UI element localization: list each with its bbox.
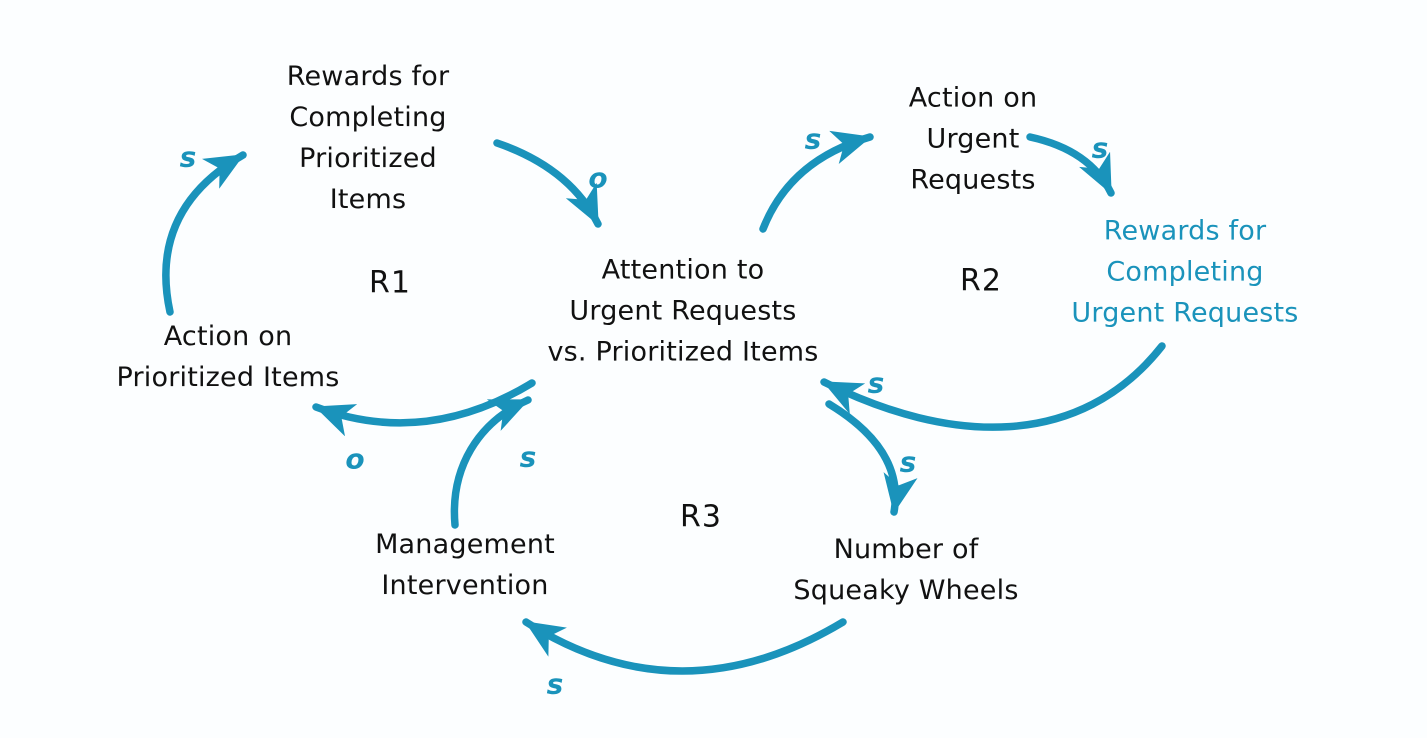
node-line: Rewards for: [286, 61, 450, 92]
arrow-rewards-prioritized-to-attention: [493, 139, 602, 228]
node-number-of-squeaky-wheels: Number of Squeaky Wheels: [793, 529, 1018, 611]
polarity-label-s3: s: [1091, 131, 1109, 165]
node-line: Urgent Requests: [1071, 297, 1299, 329]
node-line: Completing: [1106, 256, 1264, 288]
node-action-on-prioritized-items: Action on Prioritized Items: [116, 316, 339, 398]
loop-label-r2: R2: [960, 263, 1002, 299]
arrow-management-to-attention: [450, 396, 532, 529]
node-line: Urgent: [926, 123, 1020, 155]
node-line: Urgent Requests: [569, 295, 797, 327]
node-management-intervention: Management Intervention: [375, 524, 555, 606]
node-line: Completing: [289, 102, 447, 133]
node-action-on-urgent-requests: Action on Urgent Requests: [909, 78, 1038, 201]
polarity-label-s4: s: [867, 366, 885, 400]
node-line: Squeaky Wheels: [793, 575, 1019, 606]
node-line: Action on: [908, 82, 1038, 114]
arrow-action-urgent-to-rewards-urgent: [1026, 133, 1115, 197]
polarity-label-s6: s: [546, 667, 564, 701]
loop-label-r3: R3: [680, 499, 722, 535]
arrow-rewards-urgent-to-attention: [820, 342, 1166, 431]
node-line: Action on: [163, 321, 293, 352]
node-line: Intervention: [381, 570, 549, 601]
node-line: vs. Prioritized Items: [547, 336, 819, 368]
node-line: Management: [375, 529, 555, 560]
arrow-attention-to-action-prioritized: [312, 379, 536, 437]
arrow-attention-to-squeaky-wheels: [825, 400, 918, 516]
node-line: Items: [329, 184, 407, 215]
arrow-action-prioritized-to-rewards-prioritized: [162, 151, 247, 316]
polarity-label-s7: s: [519, 440, 537, 474]
node-line: Prioritized: [299, 143, 437, 174]
node-line: Attention to: [601, 254, 765, 286]
polarity-label-s5: s: [899, 445, 917, 479]
polarity-label-o1: o: [588, 161, 608, 195]
polarity-label-o2: o: [345, 442, 365, 476]
arrow-attention-to-action-urgent: [759, 130, 874, 233]
arrow-squeaky-wheels-to-management: [522, 618, 847, 675]
node-attention-to-urgent-vs-prioritized: Attention to Urgent Requests vs. Priorit…: [547, 250, 818, 373]
node-rewards-completing-prioritized-items: Rewards for Completing Prioritized Items: [287, 56, 450, 220]
polarity-label-s1: s: [179, 140, 197, 174]
node-line: Number of: [833, 534, 979, 565]
node-line: Prioritized Items: [116, 362, 340, 393]
polarity-label-s2: s: [804, 122, 822, 156]
node-line: Requests: [910, 164, 1036, 196]
loop-label-r1: R1: [369, 265, 411, 301]
node-line: Rewards for: [1103, 215, 1267, 247]
node-rewards-completing-urgent-requests: Rewards for Completing Urgent Requests: [1071, 211, 1298, 334]
